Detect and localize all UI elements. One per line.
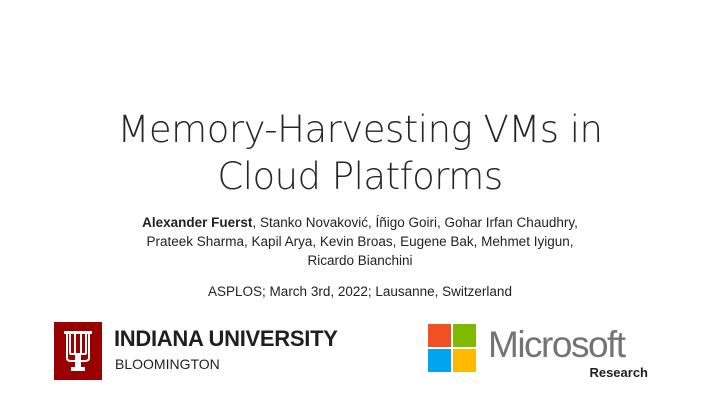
author-line-3: Ricardo Bianchini: [307, 253, 413, 268]
author-list: Alexander Fuerst, Stanko Novaković, Íñig…: [60, 213, 660, 270]
presenter-name: Alexander Fuerst: [142, 215, 253, 230]
indiana-university-trident-icon: [54, 322, 102, 380]
microsoft-research-label: Research: [589, 365, 648, 380]
ms-square-red: [428, 324, 451, 347]
slide-title: Memory-Harvesting VMs in Cloud Platforms: [60, 106, 660, 200]
author-line-2: Prateek Sharma, Kapil Arya, Kevin Broas,…: [146, 234, 574, 249]
title-line-2: Cloud Platforms: [217, 155, 503, 198]
ms-square-blue: [428, 349, 451, 372]
indiana-university-wordmark: INDIANA UNIVERSITY: [114, 326, 338, 351]
ms-square-green: [453, 324, 476, 347]
author-line-1: Alexander Fuerst, Stanko Novaković, Íñig…: [60, 213, 660, 232]
microsoft-wordmark: Microsoft: [488, 324, 626, 365]
author-line-1-rest: , Stanko Novaković, Íñigo Goiri, Gohar I…: [252, 215, 578, 230]
microsoft-four-squares-icon: [428, 324, 476, 372]
ms-square-yellow: [453, 349, 476, 372]
indiana-university-campus: BLOOMINGTON: [115, 356, 220, 372]
microsoft-research-logo: Microsoft Research: [428, 322, 668, 386]
venue-date-location: ASPLOS; March 3rd, 2022; Lausanne, Switz…: [208, 284, 512, 299]
indiana-university-logo: INDIANA UNIVERSITY BLOOMINGTON: [54, 322, 354, 382]
title-line-1: Memory-Harvesting VMs in: [117, 108, 603, 151]
